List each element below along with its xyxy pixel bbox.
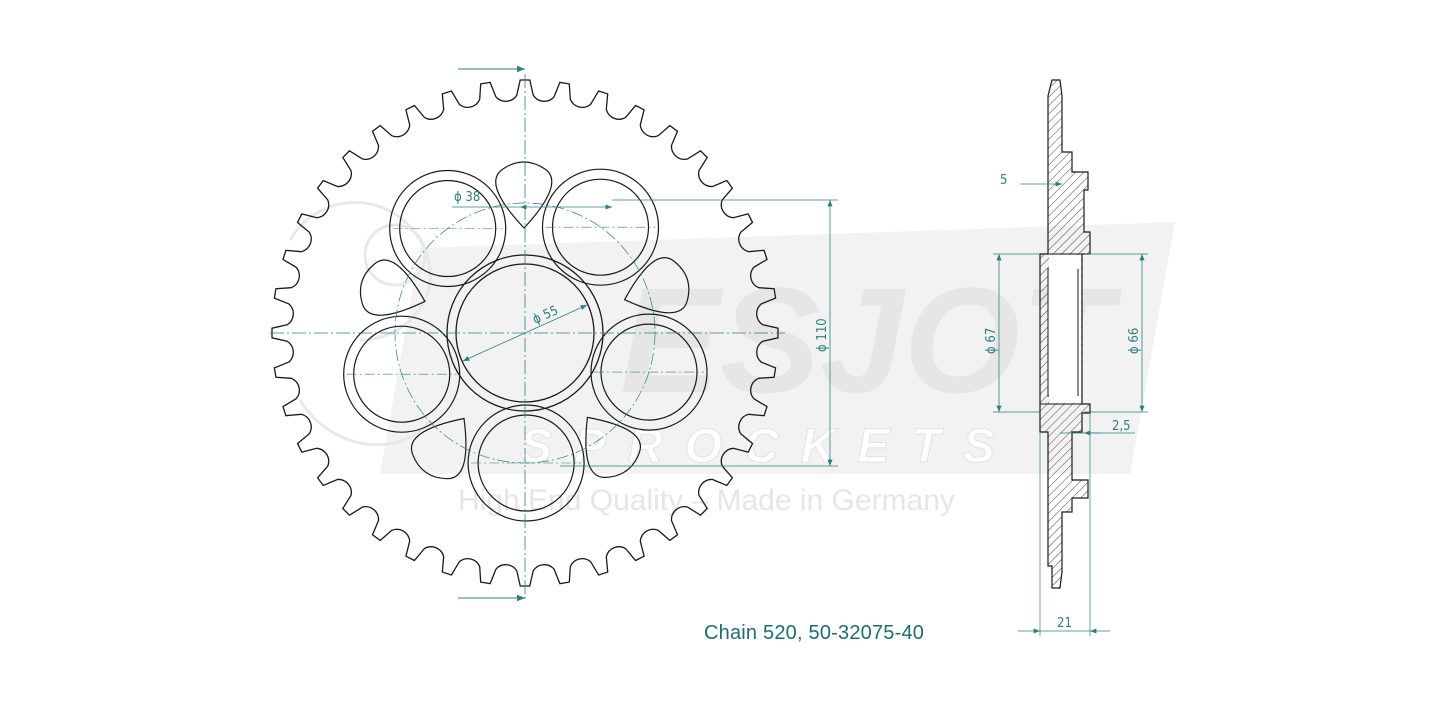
bolt-hole-boss: [541, 168, 660, 286]
lightening-cutout: [623, 257, 690, 314]
watermark: ESJOT ® SPROCKETS High End Quality – Mad…: [288, 201, 1175, 517]
part-caption: Chain 520, 50-32075-40: [704, 622, 925, 644]
sprocket-front-view: ϕ 38 ϕ 55 ϕ 110: [270, 65, 838, 602]
dim-bolt-circle: ϕ 110: [815, 318, 830, 352]
dim-hub-diameter-left: ϕ 67: [984, 328, 999, 354]
sprocket-teeth-outline: [271, 79, 779, 587]
watermark-logo-icon: [288, 201, 432, 447]
side-hub-fill: [1049, 255, 1081, 403]
bolt-hole-boss: [343, 315, 461, 433]
watermark-subbrand: SPROCKETS: [520, 420, 1017, 473]
dim-total-width: 21: [1057, 616, 1072, 631]
bolt-circle-line: [394, 202, 656, 464]
watermark-banner: [380, 222, 1175, 474]
dim-bolt-hole: ϕ 38: [454, 190, 480, 205]
dim-hub-step: 2,5: [1112, 419, 1131, 434]
sprocket-side-view: 5 ϕ 67 ϕ 66 2,5 21: [984, 79, 1148, 636]
dim-offset: 5: [1000, 173, 1007, 188]
bolt-hole-boss: [590, 313, 708, 431]
lightening-cutout: [410, 417, 467, 480]
dim-hub-diameter-right: ϕ 66: [1127, 328, 1142, 354]
dim-center-bore-line: [462, 304, 588, 362]
lightening-cutouts: [359, 161, 690, 480]
bolt-hole-boss: [389, 169, 507, 288]
bolt-hole-boss: [467, 404, 585, 522]
watermark-tagline: High End Quality – Made in Germany: [458, 484, 955, 517]
lightening-cutout: [359, 259, 426, 316]
lightening-cutout: [495, 161, 553, 229]
watermark-brand: ESJOT: [620, 256, 1123, 424]
lightening-cutout: [585, 416, 642, 479]
